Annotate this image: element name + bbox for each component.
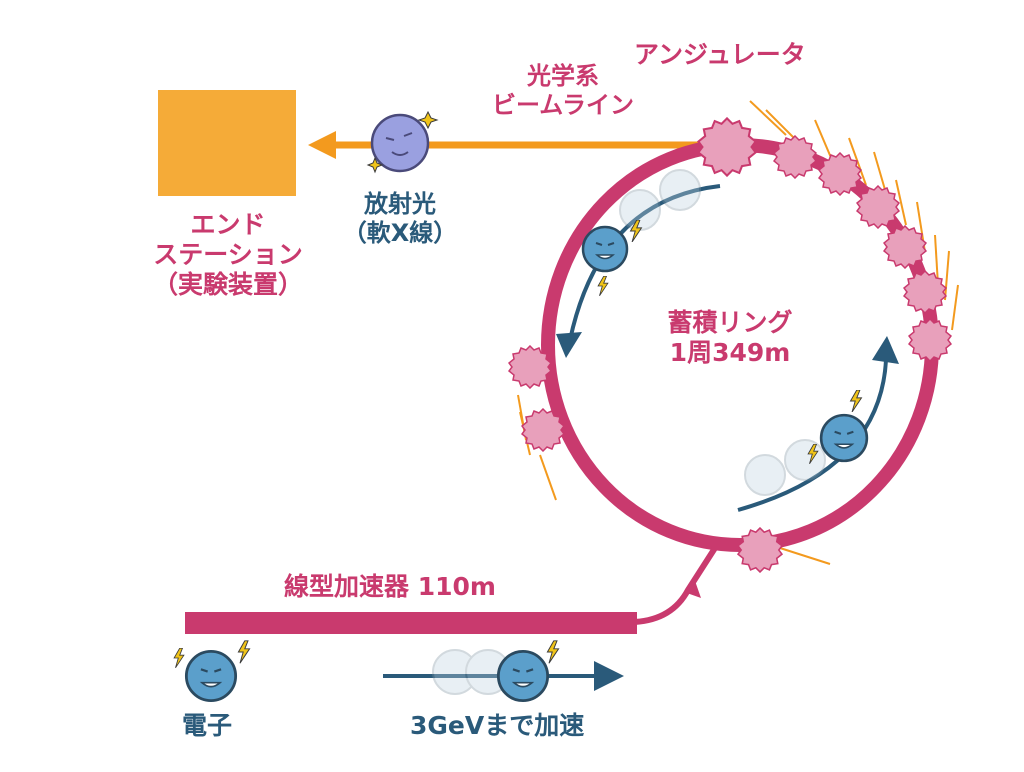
radiation-line2: （軟X線） (342, 218, 458, 247)
sparkle-icon (366, 156, 384, 174)
ghost-electrons-bottom (432, 649, 511, 695)
spark-icon (546, 640, 560, 664)
undulator-label: アンジュレータ (634, 40, 806, 69)
optics-line1: 光学系 (527, 62, 599, 90)
ring-arrowhead-right (872, 336, 899, 364)
electron-icon (581, 225, 629, 273)
photon-icon (370, 113, 430, 173)
end-station-line1: エンド (190, 210, 266, 239)
beamline-arrowhead (308, 131, 336, 159)
injection-arrowhead (684, 578, 701, 598)
acceleration-label: 3GeVまで加速 (410, 711, 585, 740)
end-station-line2: ステーション (153, 240, 303, 269)
storage-ring-line1: 蓄積リング (667, 308, 793, 337)
storage-ring-line2: 1周349m (669, 338, 791, 367)
electron-icon (819, 413, 869, 463)
ghost-electrons (619, 169, 826, 496)
storage-ring-label: 蓄積リング 1周349m (650, 308, 810, 368)
linac-bar (185, 612, 637, 634)
photon-face (385, 132, 413, 141)
electron-icon (184, 649, 238, 703)
optics-beamline-label: 光学系 ビームライン (468, 62, 658, 120)
undulator-icon (908, 318, 952, 362)
end-station-label: エンド ステーション （実験装置） (128, 210, 328, 300)
sparkle-icon (417, 110, 439, 130)
acceleration-arrowhead (594, 661, 624, 691)
undulator-icon (697, 117, 757, 177)
spark-icon (850, 390, 862, 412)
radiation-streaks (517, 100, 959, 565)
radiation-label: 放射光 （軟X線） (330, 190, 470, 248)
photon-mouth (391, 151, 409, 156)
spark-icon (597, 276, 609, 296)
spark-icon (237, 640, 251, 664)
electron-icon (496, 649, 550, 703)
undulator-icon (903, 270, 947, 314)
end-station-line3: （実験装置） (152, 270, 303, 299)
ring-arrowhead-left (556, 332, 582, 358)
spark-icon (173, 648, 185, 668)
injection-line (633, 546, 718, 625)
end-station-box (158, 90, 296, 196)
electron-label: 電子 (182, 711, 233, 740)
radiation-line1: 放射光 (364, 190, 436, 218)
linac-label: 線型加速器 110m (284, 572, 496, 601)
ring-arrow-left (568, 184, 721, 341)
optics-line2: ビームライン (491, 90, 635, 119)
